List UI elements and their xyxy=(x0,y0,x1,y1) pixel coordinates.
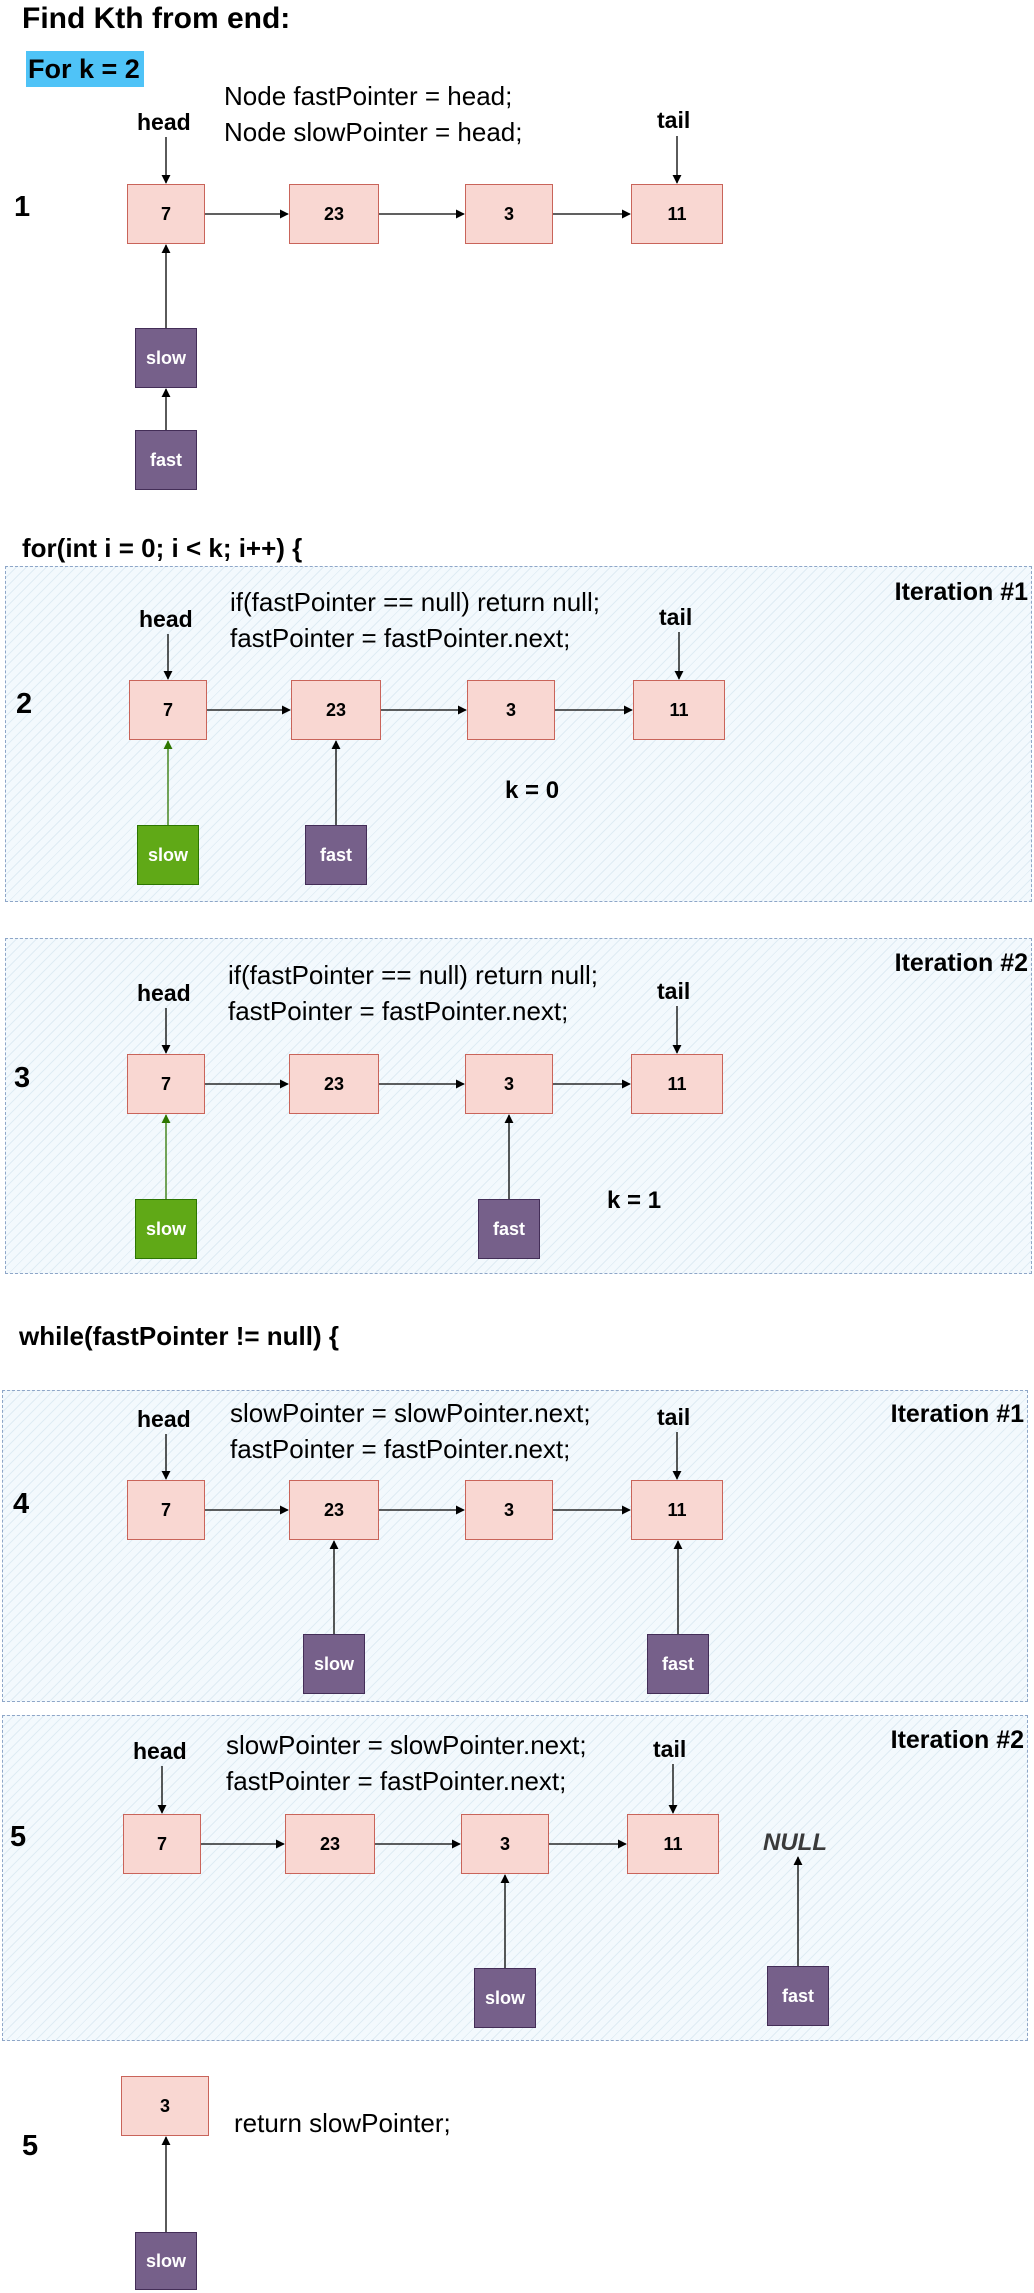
fast-pointer: fast xyxy=(767,1966,829,2026)
iteration-title-step-4: Iteration #1 xyxy=(890,1400,1024,1428)
list-node: 3 xyxy=(461,1814,549,1874)
slow-pointer: slow xyxy=(303,1634,365,1694)
code-block-step-1: Node fastPointer = head; Node slowPointe… xyxy=(224,78,522,150)
head-label: head xyxy=(137,980,191,1006)
step-number-5: 5 xyxy=(10,1821,27,1853)
list-node: 23 xyxy=(285,1814,375,1874)
tail-label: tail xyxy=(657,1404,691,1430)
fast-pointer: fast xyxy=(135,430,197,490)
code-line: if(fastPointer == null) return null; xyxy=(230,587,600,617)
head-label: head xyxy=(133,1738,187,1764)
head-label: head xyxy=(137,109,191,135)
fast-pointer: fast xyxy=(478,1199,540,1259)
list-node: 23 xyxy=(289,1054,379,1114)
list-node: 23 xyxy=(289,184,379,244)
list-node: 3 xyxy=(465,1480,553,1540)
iteration-title-step-2: Iteration #1 xyxy=(894,578,1028,606)
code-block-step-4: slowPointer = slowPointer.next; fastPoin… xyxy=(230,1395,591,1467)
slow-pointer: slow xyxy=(137,825,199,885)
code-line: slowPointer = slowPointer.next; xyxy=(230,1398,591,1428)
k-value-badge: For k = 2 xyxy=(26,51,144,87)
code-line: fastPointer = fastPointer.next; xyxy=(230,623,571,653)
while-loop-header: while(fastPointer != null) { xyxy=(19,1321,339,1351)
list-node: 7 xyxy=(127,1480,205,1540)
result-node: 3 xyxy=(121,2076,209,2136)
tail-label: tail xyxy=(657,978,691,1004)
list-node: 3 xyxy=(465,184,553,244)
tail-label: tail xyxy=(653,1736,687,1762)
panel-step-4 xyxy=(2,1390,1028,1702)
step-number-2: 2 xyxy=(16,688,33,720)
slow-pointer: slow xyxy=(474,1968,536,2028)
for-loop-header: for(int i = 0; i < k; i++) { xyxy=(22,533,303,563)
head-label: head xyxy=(139,606,193,632)
code-block-step-2: if(fastPointer == null) return null; fas… xyxy=(230,584,600,656)
code-block-step-5: slowPointer = slowPointer.next; fastPoin… xyxy=(226,1727,587,1799)
code-line: fastPointer = fastPointer.next; xyxy=(230,1434,571,1464)
fast-pointer: fast xyxy=(647,1634,709,1694)
slow-pointer: slow xyxy=(135,2232,197,2290)
list-node: 7 xyxy=(127,184,205,244)
list-node: 23 xyxy=(289,1480,379,1540)
code-line: slowPointer = slowPointer.next; xyxy=(226,1730,587,1760)
list-node: 3 xyxy=(467,680,555,740)
null-label: NULL xyxy=(763,1829,827,1856)
tail-label: tail xyxy=(659,604,693,630)
k-state-step-2: k = 0 xyxy=(505,777,560,804)
code-return: return slowPointer; xyxy=(234,2108,451,2138)
list-node: 7 xyxy=(123,1814,201,1874)
list-node: 11 xyxy=(631,1480,723,1540)
code-line: fastPointer = fastPointer.next; xyxy=(228,996,569,1026)
tail-label: tail xyxy=(657,107,691,133)
slow-pointer: slow xyxy=(135,1199,197,1259)
code-line: Node fastPointer = head; xyxy=(224,81,513,111)
list-node: 11 xyxy=(631,1054,723,1114)
list-node: 11 xyxy=(633,680,725,740)
step-number-1: 1 xyxy=(14,191,31,223)
iteration-title-step-3: Iteration #2 xyxy=(894,949,1028,977)
step-number-3: 3 xyxy=(14,1062,31,1094)
fast-pointer: fast xyxy=(305,825,367,885)
list-node: 11 xyxy=(627,1814,719,1874)
k-state-step-3: k = 1 xyxy=(607,1187,662,1214)
list-node: 3 xyxy=(465,1054,553,1114)
list-node: 23 xyxy=(291,680,381,740)
slow-pointer: slow xyxy=(135,328,197,388)
step-number-4: 4 xyxy=(13,1488,30,1520)
list-node: 7 xyxy=(129,680,207,740)
step-number-result: 5 xyxy=(22,2130,39,2162)
code-line: fastPointer = fastPointer.next; xyxy=(226,1766,567,1796)
iteration-title-step-5: Iteration #2 xyxy=(890,1726,1024,1754)
list-node: 11 xyxy=(631,184,723,244)
code-block-step-3: if(fastPointer == null) return null; fas… xyxy=(228,957,598,1029)
head-label: head xyxy=(137,1406,191,1432)
list-node: 7 xyxy=(127,1054,205,1114)
code-line: if(fastPointer == null) return null; xyxy=(228,960,598,990)
diagram-title: Find Kth from end: xyxy=(22,2,291,35)
code-line: Node slowPointer = head; xyxy=(224,117,523,147)
